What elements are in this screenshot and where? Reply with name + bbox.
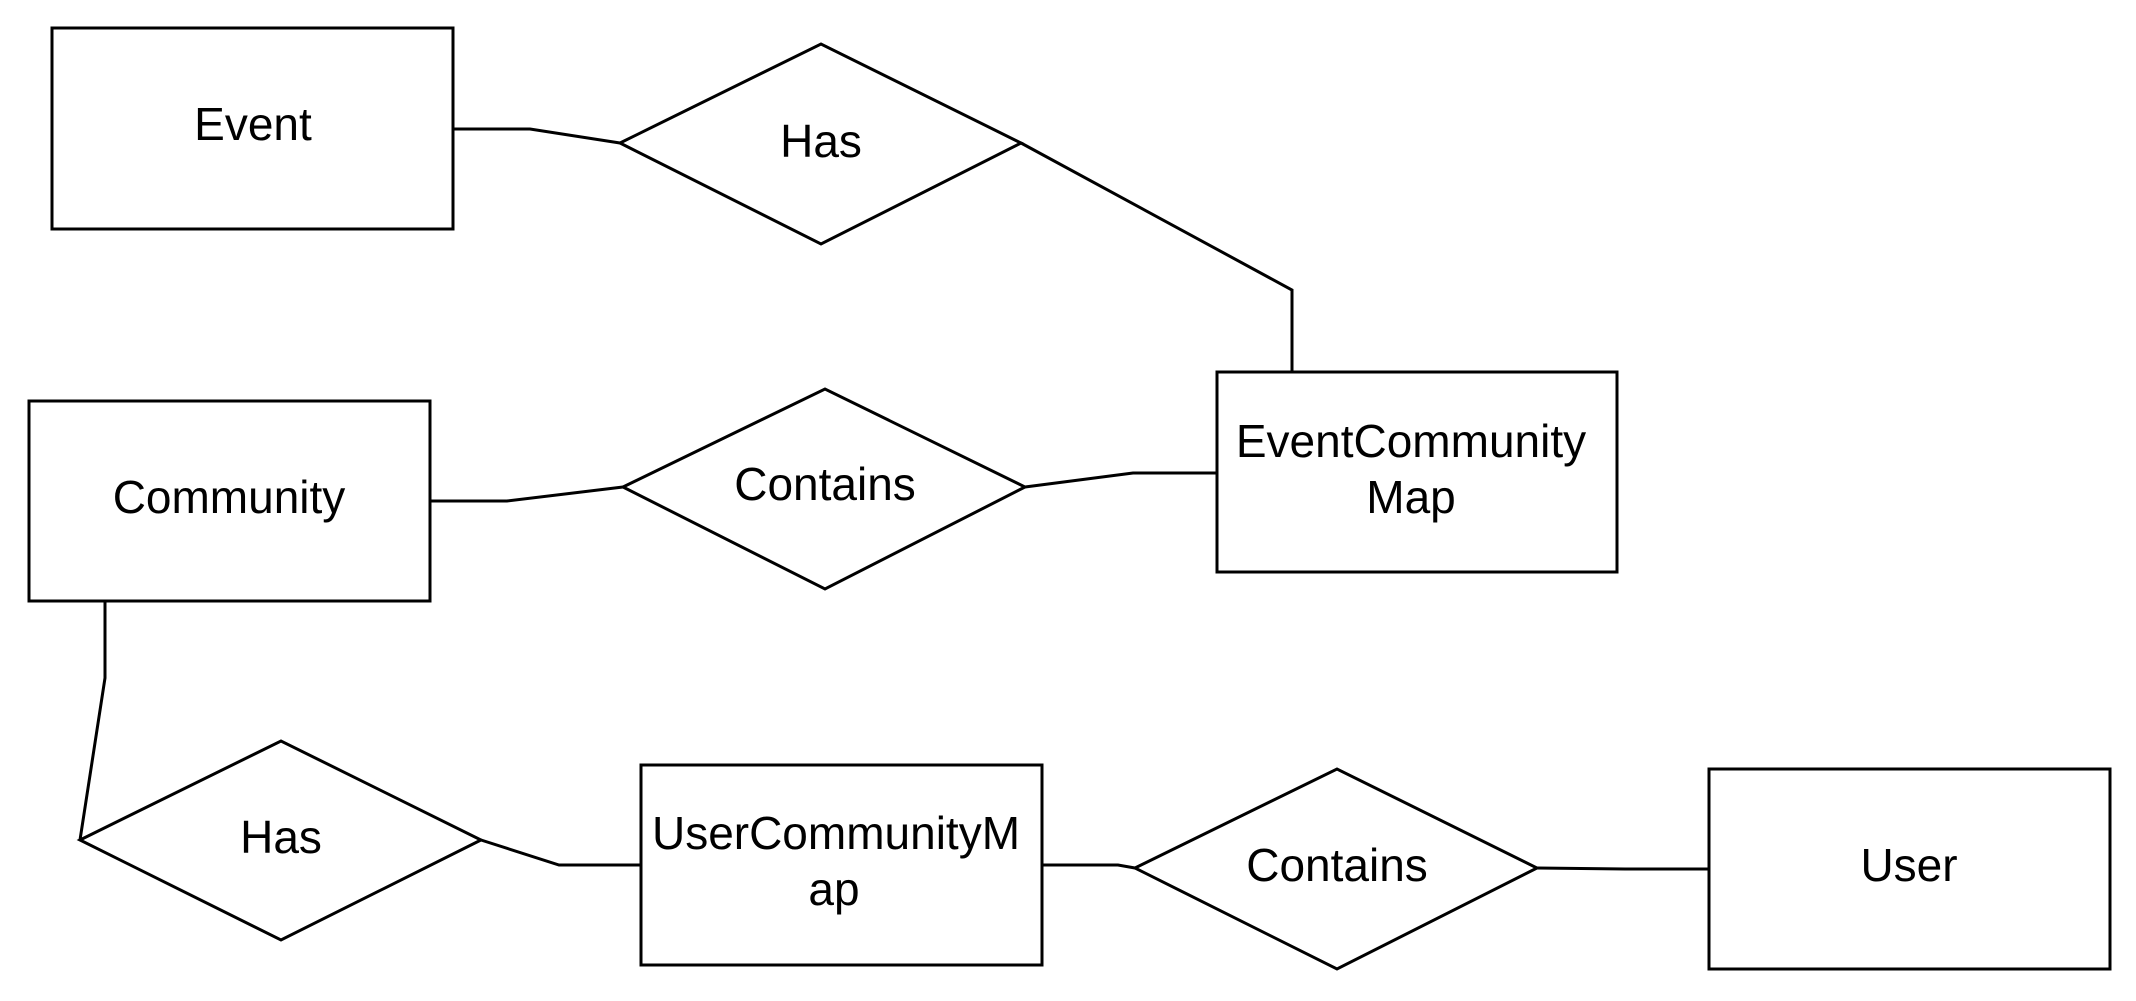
relationship-community-has[interactable]: Has	[76, 739, 485, 942]
connector-contains-eventcommunitymap	[1024, 471, 1217, 489]
connector-usercommunitymap-contains	[1042, 863, 1136, 870]
relationship-community-has-label: Has	[240, 811, 322, 863]
entity-event-label: Event	[194, 98, 312, 150]
relationship-event-has[interactable]: Has	[616, 42, 1025, 246]
entity-event-community-map-label-line2: Map	[1366, 471, 1455, 523]
entity-user-label: User	[1860, 839, 1957, 891]
entity-community-label: Community	[113, 471, 346, 523]
entity-user-community-map[interactable]: UserCommunityM ap	[639, 763, 1044, 967]
relationship-event-has-label: Has	[780, 115, 862, 167]
connector-community-contains	[430, 485, 624, 503]
entity-user-community-map-label-line1: UserCommunityM	[652, 807, 1020, 859]
connector-has-eventcommunitymap	[1020, 141, 1294, 372]
relationship-user-contains[interactable]: Contains	[1131, 767, 1541, 971]
entity-user-community-map-label-line2: ap	[808, 863, 859, 915]
relationship-user-contains-label: Contains	[1246, 839, 1428, 891]
entity-event[interactable]: Event	[50, 26, 455, 231]
connector-event-has	[453, 127, 621, 145]
entity-event-community-map-label-line1: EventCommunity	[1236, 415, 1586, 467]
entity-event-community-map[interactable]: EventCommunity Map	[1215, 370, 1619, 574]
connector-community-has	[78, 601, 107, 841]
connector-has-usercommunitymap	[480, 838, 641, 867]
entity-user[interactable]: User	[1707, 767, 2112, 971]
entity-community[interactable]: Community	[27, 399, 432, 603]
connector-contains-user	[1536, 866, 1709, 871]
relationship-community-contains[interactable]: Contains	[619, 387, 1029, 591]
relationship-community-contains-label: Contains	[734, 458, 916, 510]
